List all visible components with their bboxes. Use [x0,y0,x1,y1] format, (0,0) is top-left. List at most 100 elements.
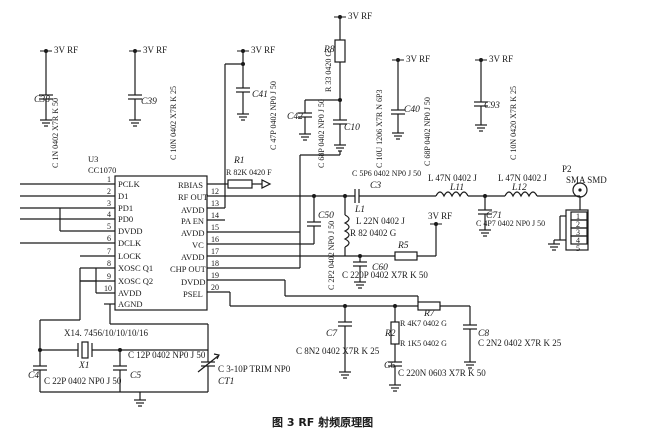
ic-left-pin-num: 9 [107,272,111,281]
r8-value: R 33 0420 G [324,51,333,92]
c10-ref: C10 [344,123,360,133]
ic-left-pin-num: 6 [107,234,111,243]
c3-value: C 5P6 0402 NP0 J 50 [352,169,421,178]
ic-right-pin: DVDD [181,277,206,287]
c6-value: C 220N 0603 X7R K 50 [398,368,486,378]
c8-ref: C8 [478,329,489,339]
c93-value: C 10N 0420 X7R K 25 [509,86,518,160]
ic-right-pin-num: 16 [211,235,219,244]
sma-connector: P2 SMA SMD 1 2 3 4 5 [548,164,607,253]
l11-ref: L11 [449,183,464,193]
r7-value: R 4K7 0402 G [400,319,447,328]
power-label: 3V RF [428,211,452,221]
c40-value: C 68P 0402 NP0 J 50 [423,97,432,166]
c5-ref: C5 [130,371,141,381]
l1-value: L 22N 0402 J [356,216,405,226]
c71-value: C 4P7 0402 NP0 J 50 [476,219,545,228]
ic-left-pin: PD1 [118,203,133,213]
c93-branch: 3V RF C93 C 10N 0420 X7R K 25 [474,54,518,160]
r5-ref: R5 [397,241,409,251]
ct1-ref: CT1 [218,377,234,387]
ic-right-pin-num: 19 [211,271,219,280]
ic-left-pin: PCLK [118,179,141,189]
ic-right-pin: VC [192,240,204,250]
ic-right-pin: PSEL [183,289,203,299]
c60-ref: C60 [372,263,388,273]
ic-left-pin-num: 1 [107,175,111,184]
c41-branch: 3V RF C41 C 47P 0402 NP0 J 50 [236,45,278,150]
c10-value: C 10U 1206 X7R N 6P3 [375,90,384,168]
c42-ref: C42 [287,112,303,122]
c6-ref: C6 [384,361,395,371]
ic-right-pin-num: 12 [211,187,219,196]
ic-part: CC1070 [88,165,116,175]
c38-branch: 3V RF C38 C 1N 0402 X7R K 50 [34,45,78,168]
power-label: 3V RF [251,45,275,55]
ic-right-pin-num: 14 [211,211,219,220]
ic-left-pin: LOCK [118,251,142,261]
ic-right-pin-num: 17 [211,247,219,256]
power-label: 3V RF [143,45,167,55]
l11-value: L 47N 0402 J [428,173,477,183]
ic-right-pin-num: 20 [211,283,219,292]
connector-ref: P2 [562,164,572,174]
power-label: 3V RF [489,54,513,64]
rf-output-path: C3 C 5P6 0402 NP0 J 50 L11 L 47N 0402 J … [225,169,581,237]
ic-left-pin-num: 5 [107,222,111,231]
ic-right-pin: CHP OUT [170,264,207,274]
ic-right-pin: AVDD [181,228,204,238]
c8-value: C 2N2 0402 X7R K 25 [478,338,562,348]
connector-pin: 2 [576,220,580,229]
figure-caption: 图 3 RF 射频原理图 [272,415,373,429]
power-label: 3V RF [54,45,78,55]
c3-ref: C3 [370,181,381,191]
connector-pin: 4 [576,236,580,245]
c40-ref: C40 [404,105,420,115]
ic-left-pin-num: 4 [107,210,111,219]
r2-value: R 1K5 0402 G [400,339,447,348]
ic-left-pin-num: 2 [107,187,111,196]
c93-ref: C93 [484,101,500,111]
power-label: 3V RF [406,54,430,64]
c39-value: C 10N 0402 X7R K 25 [169,86,178,160]
ct1-value: C 3-10P TRIM NP0 [218,364,291,374]
c38-ref: C38 [34,95,50,105]
r2-ref: R2 [384,329,396,339]
ic-left-pin: DVDD [118,226,143,236]
ic-left-pin: AVDD [118,288,141,298]
r1-value: R 82K 0420 F [226,168,272,177]
c4-ref: C4 [28,371,39,381]
connector-pin: 3 [576,228,580,237]
connector-pin: 5 [576,244,580,253]
ic-left-pin-num: 3 [107,199,111,208]
ic-left-pin: XOSC Q2 [118,276,153,286]
r8-c10-branch: 3V RF R8 R 33 0420 G C10 C 10U 1206 X7R … [287,11,384,168]
connector-pin: 1 [576,212,580,221]
ic-left-pin-num: 7 [107,247,111,256]
l12-ref: L12 [511,183,527,193]
r7-ref: R7 [423,309,436,319]
r1-ref: R1 [233,156,245,166]
ic-right-pin: AVDD [181,252,204,262]
ic-right-pin-num: 13 [211,199,219,208]
ic-left-pin-num: 10 [104,284,112,293]
ic-right-pin: RBIAS [178,180,203,190]
c39-ref: C39 [141,97,157,107]
ic-left-pin: AGND [118,299,143,309]
ic-right-pin-num: 18 [211,259,219,268]
power-label: 3V RF [348,11,372,21]
c50-ref: C50 [318,211,334,221]
r1-branch: R1 R 82K 0420 F [207,156,272,189]
c7-ref: C7 [326,329,338,339]
c39-branch: 3V RF C39 C 10N 0402 X7R K 25 [128,45,178,160]
ic-right-pin: AVDD [181,205,204,215]
ic-right-pin: RF OUT [178,192,209,202]
ic-cc1070: U3 CC1070 1 2 3 4 5 6 7 8 9 10 PCLK [20,154,300,311]
ic-left-pin-num: 8 [107,259,111,268]
l12-value: L 47N 0402 J [498,173,547,183]
c41-ref: C41 [252,90,268,100]
c41-value: C 47P 0402 NP0 J 50 [269,81,278,150]
c60-value: C 220P 0402 X7R K 50 [342,270,428,280]
ic-right-pin: PA EN [181,216,204,226]
